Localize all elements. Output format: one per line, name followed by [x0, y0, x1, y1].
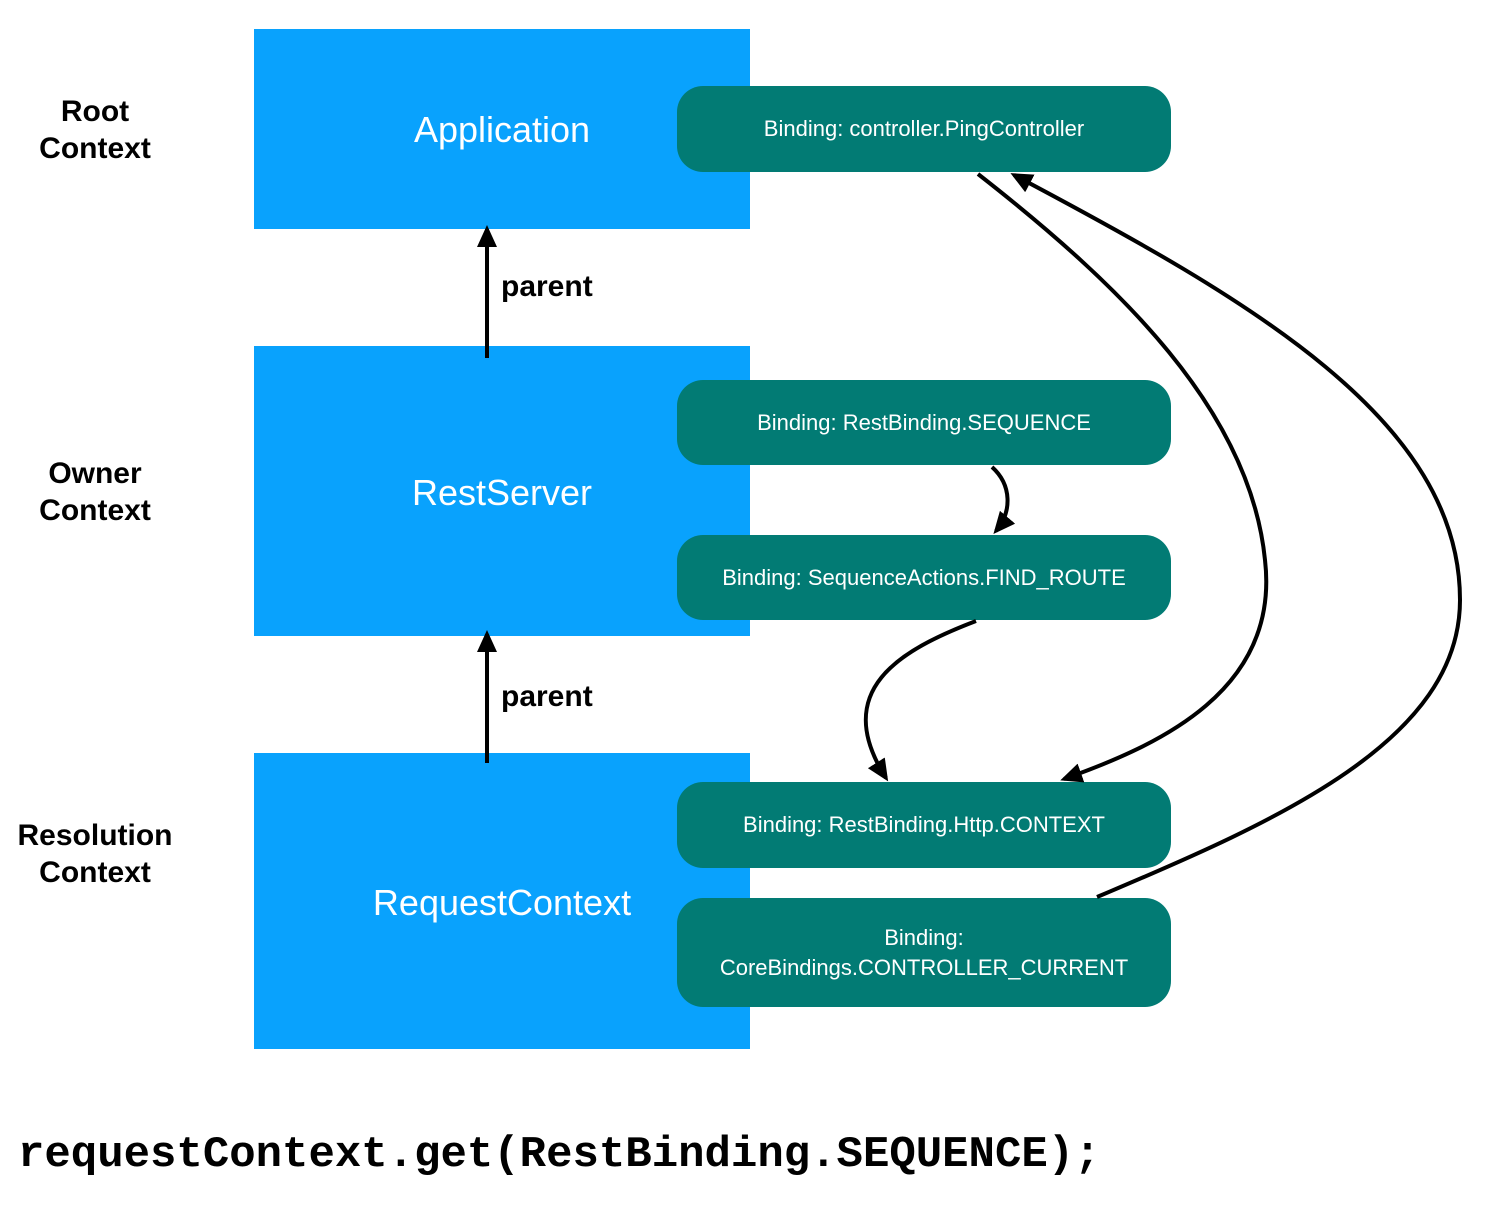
- binding-find-route-label: Binding: SequenceActions.FIND_ROUTE: [722, 564, 1126, 590]
- requestcontext-context-box: RequestContext: [254, 753, 750, 1049]
- binding-controller-current-label: Binding: CoreBindings.CONTROLLER_CURRENT: [719, 924, 1129, 980]
- binding-ping-controller-label: Binding: controller.PingController: [763, 116, 1085, 141]
- binding-ping-controller: Binding: controller.PingController: [677, 86, 1171, 172]
- sequence-to-find-route-arrow: [990, 465, 1016, 535]
- owner-context-label: Owner Context: [39, 457, 151, 527]
- application-title: Application: [413, 109, 591, 150]
- restserver-context-box: RestServer: [254, 346, 750, 636]
- binding-http-context: Binding: RestBinding.Http.CONTEXT: [677, 782, 1171, 868]
- binding-rest-sequence: Binding: RestBinding.SEQUENCE: [677, 380, 1171, 465]
- find-route-to-http-context-arrow: [863, 619, 977, 782]
- root-context-label: Root Context: [39, 95, 151, 165]
- application-context-box: Application: [254, 29, 750, 229]
- owner-parent-label: parent: [501, 270, 593, 303]
- requestcontext-title: RequestContext: [372, 882, 632, 923]
- code-snippet: requestContext.get(RestBinding.SEQUENCE)…: [18, 1130, 1101, 1180]
- restserver-title: RestServer: [411, 472, 593, 513]
- ping-controller-to-http-context-arrow: [976, 172, 1269, 783]
- resolution-context-label: Resolution Context: [17, 819, 173, 889]
- controller-current-to-ping-controller-arrow: [1010, 173, 1463, 899]
- binding-http-context-label: Binding: RestBinding.Http.CONTEXT: [743, 812, 1105, 837]
- binding-rest-sequence-label: Binding: RestBinding.SEQUENCE: [757, 409, 1091, 435]
- binding-controller-current: Binding: CoreBindings.CONTROLLER_CURRENT: [677, 898, 1171, 1007]
- binding-find-route: Binding: SequenceActions.FIND_ROUTE: [677, 535, 1171, 620]
- resolution-parent-label: parent: [501, 680, 593, 713]
